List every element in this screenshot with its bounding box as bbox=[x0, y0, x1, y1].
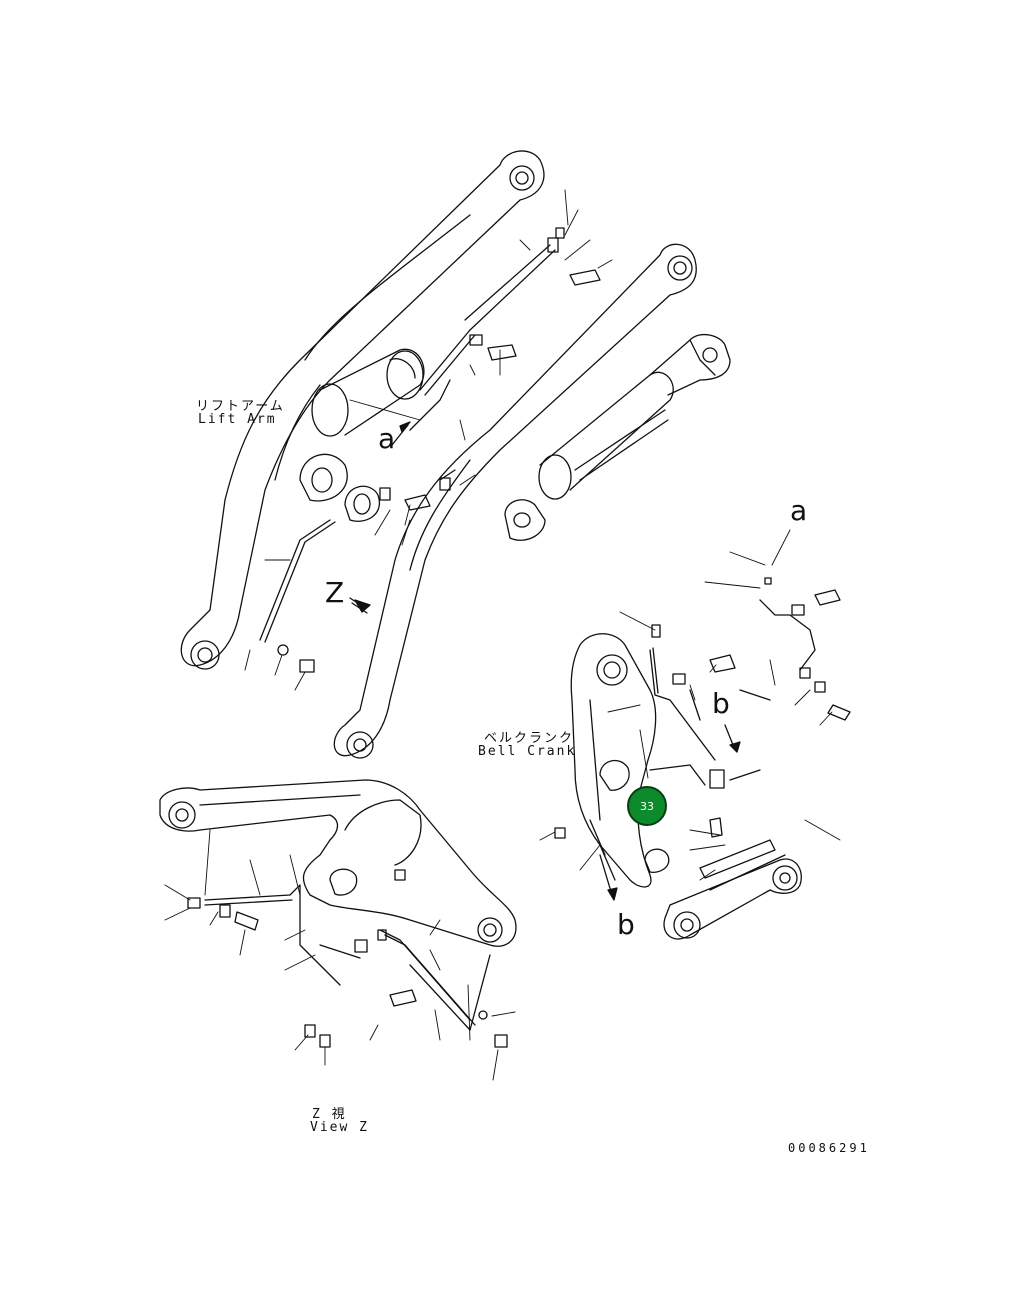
hydraulic-cylinder bbox=[504, 333, 731, 541]
lift-arm-label-jp: リフトアーム bbox=[196, 399, 285, 414]
fittings-bell-crank bbox=[554, 577, 851, 839]
ref-letter-a-detail: a bbox=[790, 494, 808, 527]
ref-letter-b-bottom: b bbox=[617, 908, 635, 941]
leader-lines-view-z bbox=[164, 829, 516, 1081]
bell-crank-label-en: Bell Crank bbox=[478, 744, 577, 759]
view-z-part bbox=[159, 779, 517, 947]
view-z-hoses bbox=[204, 884, 491, 1031]
view-arrow-z-letter: Z bbox=[325, 576, 345, 609]
lift-arm-left bbox=[180, 150, 545, 670]
ref-letter-b-detail: b bbox=[712, 687, 730, 720]
leader-lines-bell-crank bbox=[539, 529, 841, 881]
ref-arrows bbox=[391, 421, 741, 901]
fittings-lift-arm bbox=[277, 227, 601, 673]
cross-tube bbox=[299, 348, 425, 522]
view-z-label-en: View Z bbox=[310, 1120, 369, 1135]
bell-crank-label-jp: ベルクランク bbox=[484, 731, 575, 746]
view-z-label-jp: Z 視 bbox=[312, 1107, 347, 1122]
drawing-number: 00086291 bbox=[788, 1141, 870, 1155]
bell-crank bbox=[570, 633, 670, 888]
bell-crank-hoses bbox=[589, 599, 816, 881]
bell-crank-link bbox=[663, 839, 802, 940]
leader-lines-lift-arm bbox=[244, 189, 613, 691]
grease-hoses bbox=[259, 244, 556, 643]
lift-arm-right bbox=[333, 243, 697, 759]
ref-letter-a-top: a bbox=[378, 422, 396, 455]
lift-arm-label-en: Lift Arm bbox=[198, 412, 277, 427]
callout-33[interactable]: 33 bbox=[627, 786, 667, 826]
fittings-view-z bbox=[187, 869, 508, 1048]
view-z-arrow bbox=[349, 597, 371, 614]
